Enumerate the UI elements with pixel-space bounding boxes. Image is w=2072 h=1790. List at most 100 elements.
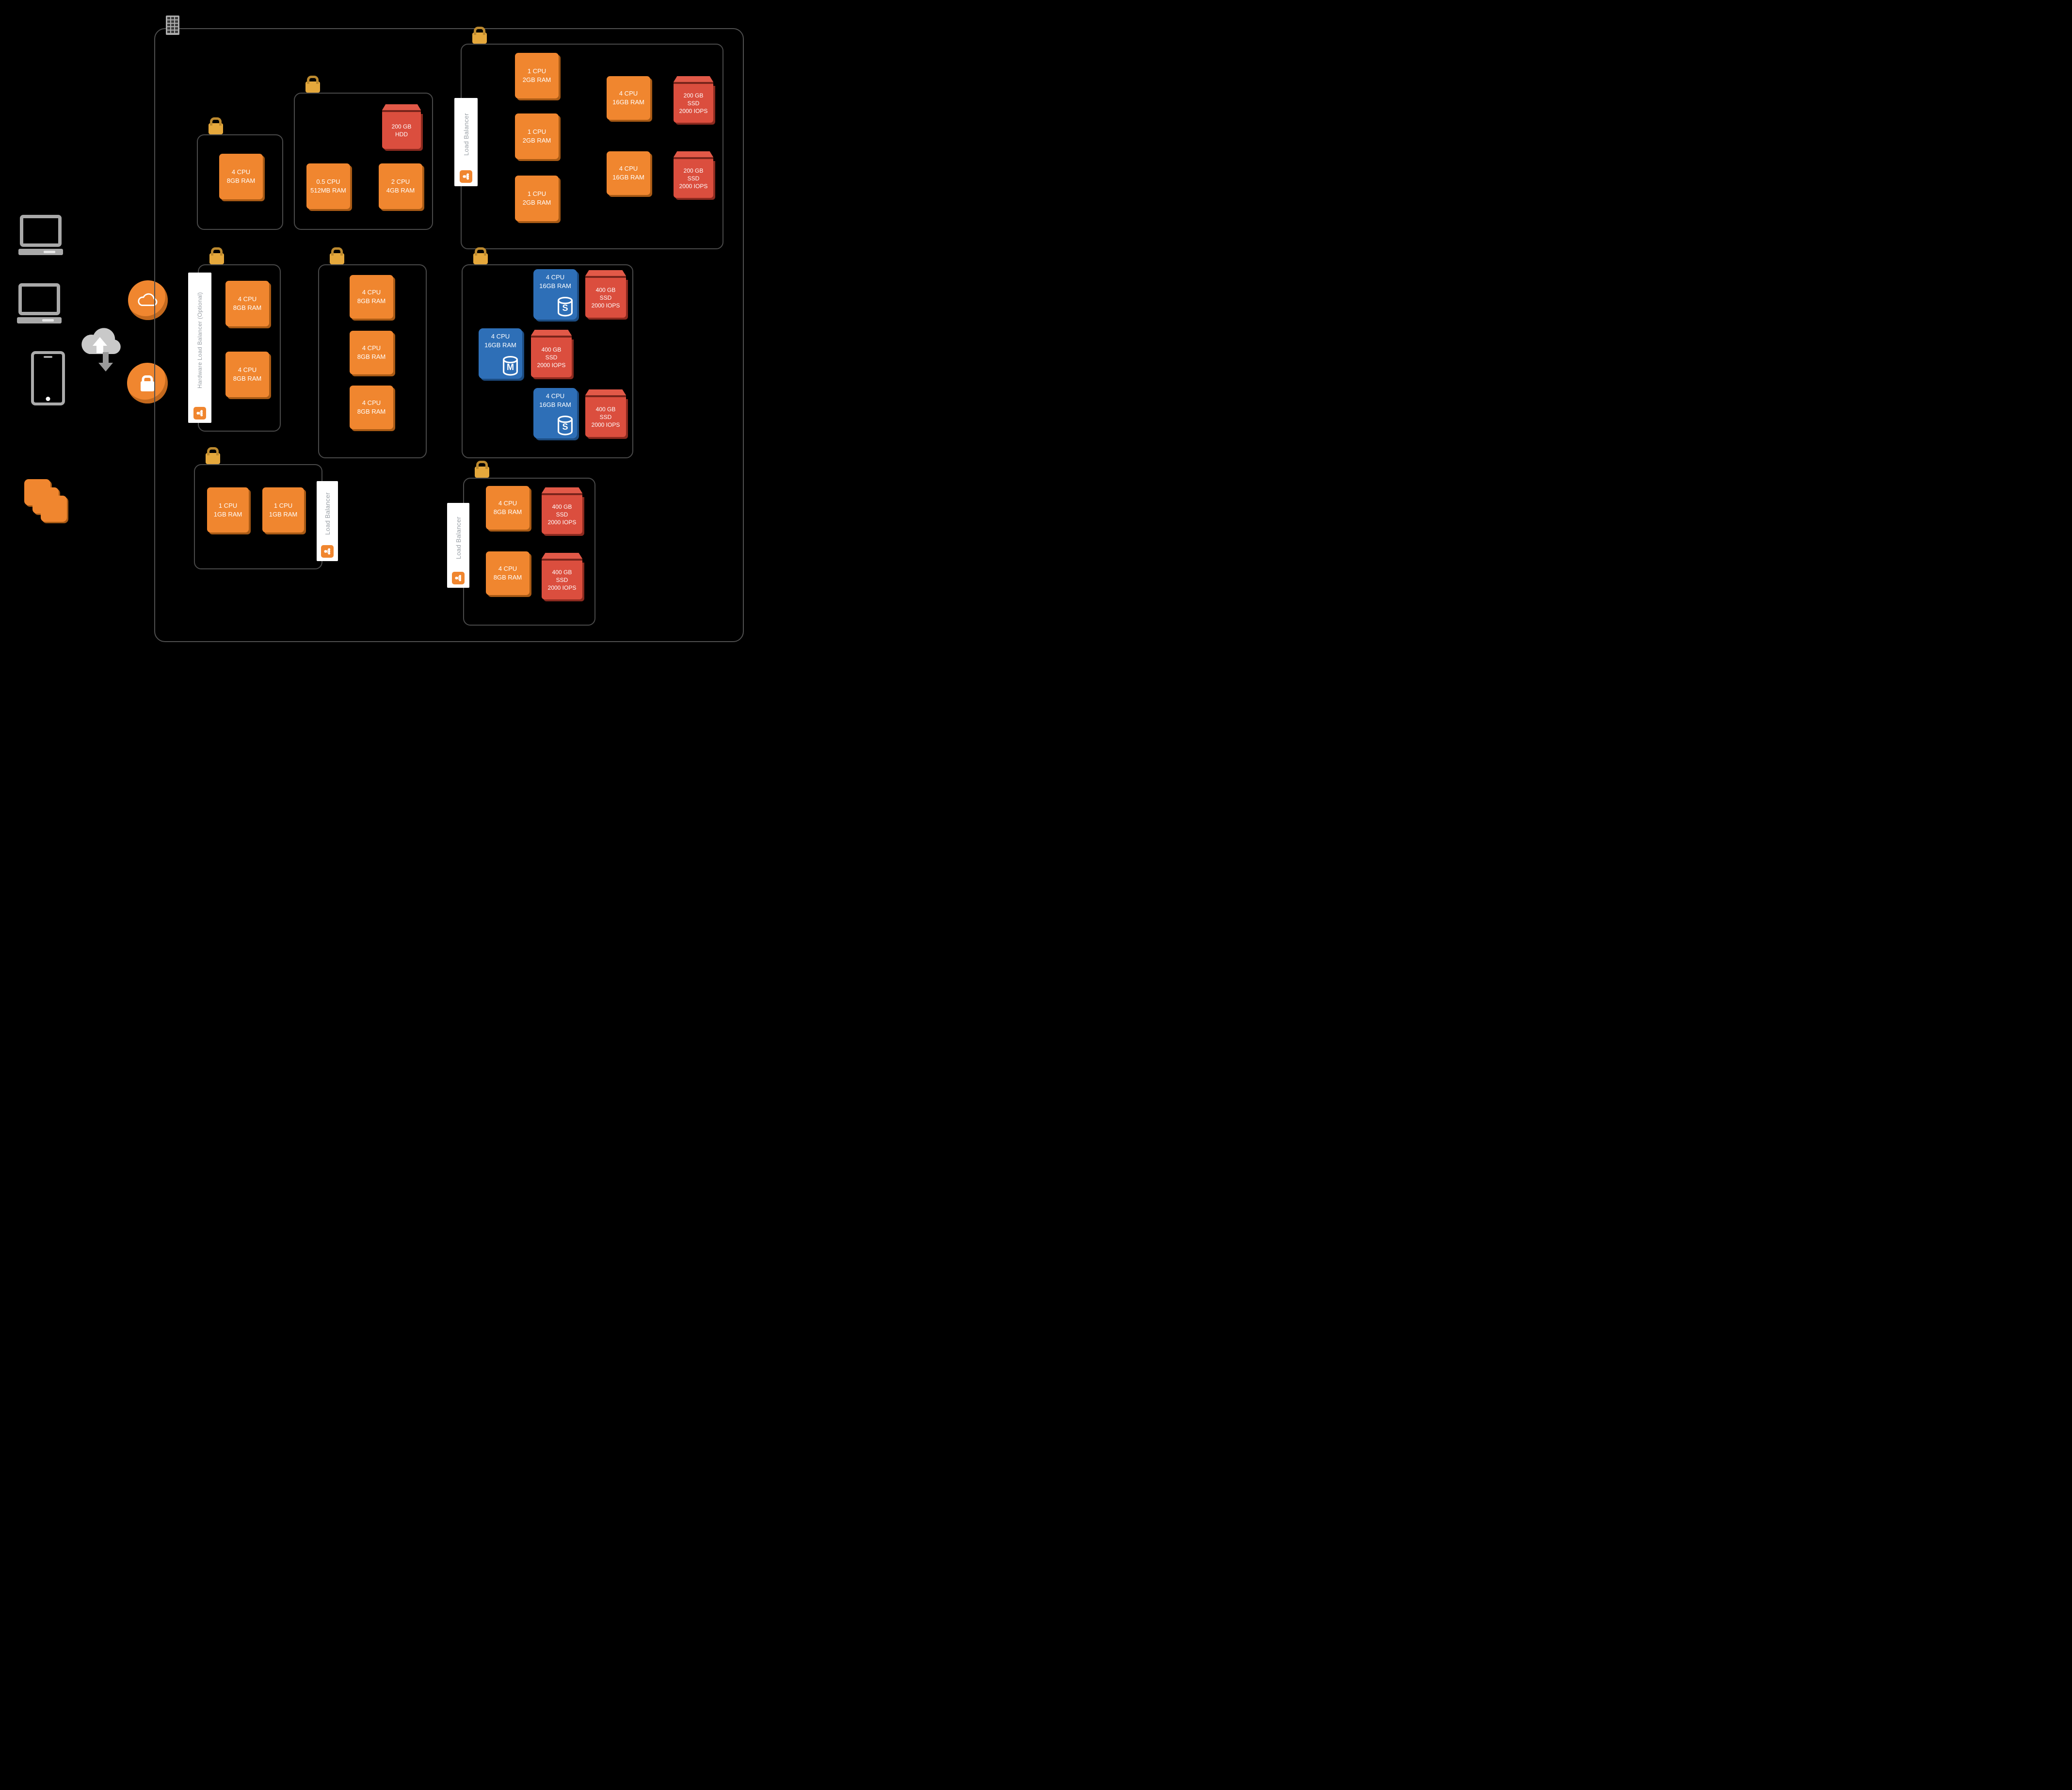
database-node: 4 CPU 16GB RAM S <box>533 388 577 438</box>
database-letter: S <box>562 421 568 432</box>
storage-lid-edge <box>585 276 626 278</box>
laptop-icon <box>17 283 62 323</box>
laptop-screen <box>20 215 62 247</box>
storage-lid-edge <box>531 336 572 338</box>
storage-body: 400 GB SSD 2000 IOPS <box>542 561 582 599</box>
instance-label: 4 CPU 16GB RAM <box>612 90 644 106</box>
instance-node: 4 CPU 8GB RAM <box>225 352 269 397</box>
instance-node: 4 CPU 16GB RAM <box>607 151 650 195</box>
architecture-diagram-canvas: 4 CPU 8GB RAM 200 GB HDD 0.5 CPU 512MB R… <box>0 0 745 644</box>
security-group: 1 CPU 1GB RAM 1 CPU 1GB RAM Load Balance… <box>194 453 338 569</box>
security-group: Hardware Load Balancer (Optional) 4 CPU … <box>188 253 281 432</box>
smartphone-icon <box>31 351 65 405</box>
instance-node: 4 CPU 8GB RAM <box>350 331 393 374</box>
storage-lid-edge <box>382 110 421 112</box>
instance-label: 1 CPU 2GB RAM <box>522 190 551 206</box>
storage-node: 200 GB SSD 2000 IOPS <box>674 76 713 123</box>
instance-node: 1 CPU 1GB RAM <box>207 487 249 532</box>
lock-glyph <box>141 381 154 391</box>
stack-square <box>41 496 67 522</box>
storage-lid <box>531 330 572 336</box>
lock-icon <box>472 32 487 44</box>
database-label: 4 CPU 16GB RAM <box>539 392 571 408</box>
storage-node: 400 GB SSD 2000 IOPS <box>542 553 582 599</box>
storage-lid-edge <box>542 493 582 495</box>
image-stack-icon <box>24 479 71 531</box>
load-balancer-text: Load Balancer <box>454 516 462 559</box>
lock-icon <box>473 253 488 264</box>
lock-icon <box>209 123 223 134</box>
instance-label: 4 CPU 8GB RAM <box>493 500 522 516</box>
instance-label: 1 CPU 1GB RAM <box>213 501 242 518</box>
database-cylinder-icon: S <box>556 415 574 436</box>
load-balancer-label: Load Balancer <box>447 503 469 588</box>
cloud-glyph <box>138 293 158 306</box>
security-group: Load Balancer 4 CPU 8GB RAM 400 GB SSD 2… <box>447 467 595 626</box>
storage-lid <box>674 76 713 82</box>
instance-node: 1 CPU 2GB RAM <box>515 53 559 98</box>
storage-label: 400 GB SSD 2000 IOPS <box>591 405 620 429</box>
instance-label: 4 CPU 16GB RAM <box>612 165 644 181</box>
load-balancer-icon <box>193 407 206 419</box>
laptop-screen <box>18 283 60 315</box>
database-label: 4 CPU 16GB RAM <box>539 274 571 290</box>
storage-lid <box>674 151 713 157</box>
storage-node: 400 GB SSD 2000 IOPS <box>585 270 626 318</box>
storage-node: 400 GB SSD 2000 IOPS <box>585 389 626 437</box>
storage-lid <box>382 104 421 110</box>
load-balancer-icon <box>452 572 465 584</box>
instance-node: 4 CPU 8GB RAM <box>225 281 269 326</box>
storage-label: 400 GB SSD 2000 IOPS <box>547 503 577 526</box>
storage-lid <box>542 487 582 493</box>
storage-body: 400 GB SSD 2000 IOPS <box>542 495 582 534</box>
instance-label: 2 CPU 4GB RAM <box>386 178 415 194</box>
security-group: 4 CPU 8GB RAM <box>197 123 283 230</box>
laptop-icon <box>18 215 63 255</box>
database-cylinder-icon: S <box>556 296 574 317</box>
datacenter-building-icon <box>166 16 179 37</box>
instance-label: 1 CPU 2GB RAM <box>522 67 551 83</box>
cloud-network-boundary <box>154 28 744 642</box>
database-letter: M <box>507 362 514 372</box>
storage-body: 400 GB SSD 2000 IOPS <box>585 397 626 437</box>
security-group: 4 CPU 8GB RAM 4 CPU 8GB RAM 4 CPU 8GB RA… <box>318 253 427 458</box>
database-cylinder-icon: M <box>501 355 519 376</box>
lock-icon <box>206 453 220 464</box>
storage-lid <box>585 270 626 276</box>
storage-label: 200 GB SSD 2000 IOPS <box>679 92 708 115</box>
storage-label: 400 GB SSD 2000 IOPS <box>591 286 620 309</box>
storage-node: 200 GB SSD 2000 IOPS <box>674 151 713 198</box>
database-letter: S <box>562 303 568 313</box>
laptop-base <box>17 317 62 323</box>
instance-node: 4 CPU 16GB RAM <box>607 76 650 120</box>
load-balancer-icon <box>460 170 472 183</box>
lock-circle-icon <box>127 363 168 403</box>
instance-node: 0.5 CPU 512MB RAM <box>306 163 350 209</box>
load-balancer-text: Hardware Load Balancer (Optional) <box>196 292 203 388</box>
instance-node: 2 CPU 4GB RAM <box>379 163 422 209</box>
storage-node: 200 GB HDD <box>382 104 421 149</box>
cloud-up-down-arrows-icon <box>78 322 126 372</box>
instance-node: 4 CPU 8GB RAM <box>350 275 393 319</box>
load-balancer-text: Load Balancer <box>462 113 470 156</box>
database-node: 4 CPU 16GB RAM M <box>479 328 522 379</box>
load-balancer-label: Load Balancer <box>317 481 338 561</box>
storage-body: 200 GB SSD 2000 IOPS <box>674 84 713 123</box>
load-balancer-icon <box>321 545 334 558</box>
storage-lid <box>585 389 626 395</box>
storage-node: 400 GB SSD 2000 IOPS <box>542 487 582 534</box>
laptop-base <box>18 249 63 255</box>
instance-label: 0.5 CPU 512MB RAM <box>310 178 346 194</box>
instance-label: 4 CPU 8GB RAM <box>233 295 262 311</box>
storage-label: 400 GB SSD 2000 IOPS <box>537 346 566 369</box>
storage-lid <box>542 553 582 559</box>
hardware-load-balancer-label: Hardware Load Balancer (Optional) <box>188 273 211 423</box>
lock-icon <box>330 253 344 264</box>
instance-node: 4 CPU 8GB RAM <box>350 386 393 429</box>
cloud-circle-icon <box>128 280 168 320</box>
storage-body: 400 GB SSD 2000 IOPS <box>585 278 626 318</box>
instance-label: 4 CPU 8GB RAM <box>357 399 386 415</box>
instance-node: 4 CPU 8GB RAM <box>486 486 530 530</box>
load-balancer-label: Load Balancer <box>454 98 478 186</box>
storage-lid-edge <box>674 157 713 159</box>
